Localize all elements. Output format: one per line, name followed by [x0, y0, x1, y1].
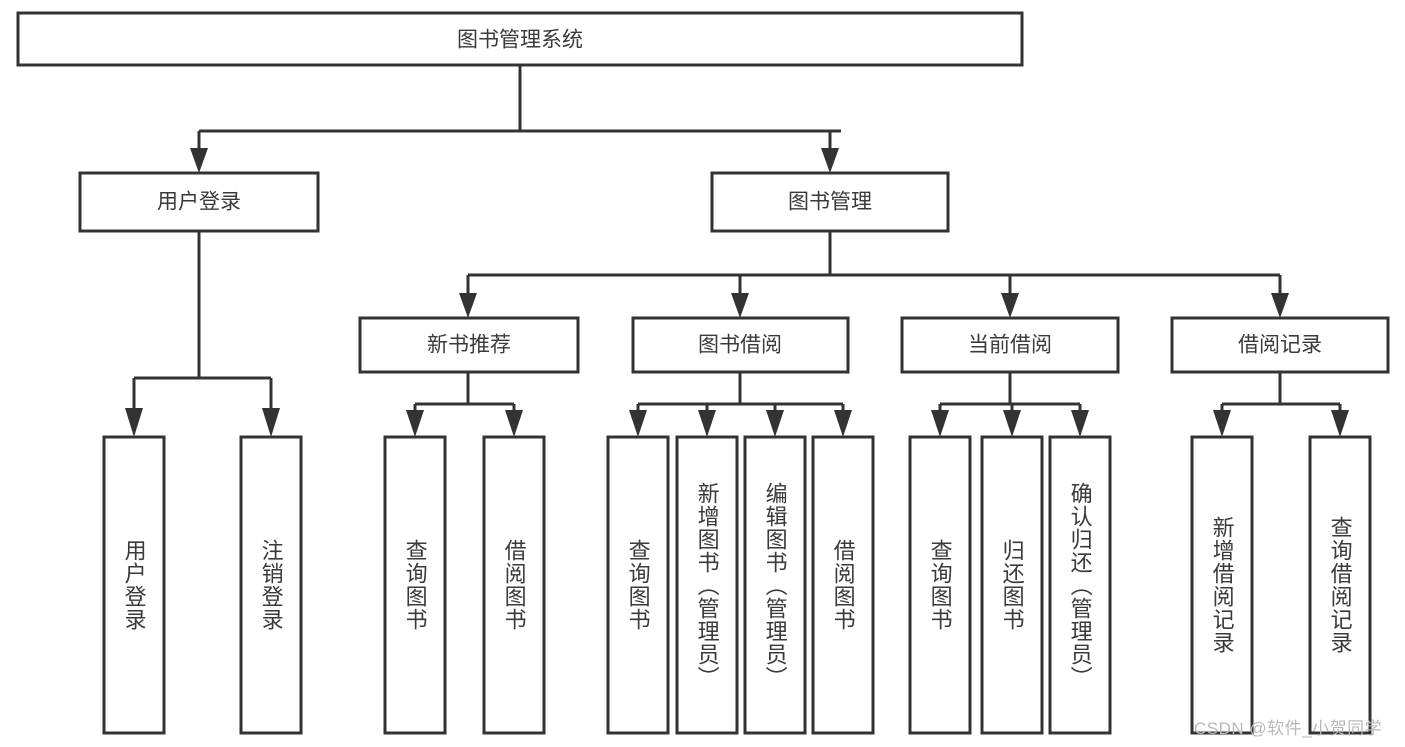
csdn-watermark: CSDN @软件_小贺同学: [1194, 719, 1383, 738]
arrowhead-leaf-user-login: [125, 408, 143, 437]
arrowhead-leaf-edit-book: [766, 410, 784, 437]
node-user-login[interactable]: 用户登录: [78, 171, 320, 233]
node-new-book-recommend-label: 新书推荐: [427, 334, 511, 357]
arrowhead-leaf-query-record: [1331, 410, 1349, 437]
leaf-user-login-box[interactable]: [102, 435, 166, 735]
node-root-label: 图书管理系统: [457, 29, 583, 52]
node-book-management-box[interactable]: [710, 171, 950, 233]
arrowhead-leaf-return-book: [1003, 410, 1021, 437]
node-book-borrow-box[interactable]: [631, 316, 850, 374]
node-book-management[interactable]: 图书管理: [710, 171, 950, 233]
node-current-borrow-label: 当前借阅: [968, 334, 1052, 357]
node-user-login-box[interactable]: [78, 171, 320, 233]
leaf-query-record-box[interactable]: [1308, 435, 1372, 735]
leaf-add-book-box[interactable]: [675, 435, 739, 735]
arrowhead-leaf-borrow-book-2: [834, 410, 852, 437]
node-book-management-label: 图书管理: [788, 191, 872, 214]
leaf-add-record-box[interactable]: [1190, 435, 1254, 735]
leaf-confirm-return-box[interactable]: [1048, 435, 1112, 735]
node-current-borrow[interactable]: 当前借阅: [900, 316, 1120, 374]
node-new-book-recommend[interactable]: 新书推荐: [358, 316, 580, 374]
arrowhead-leaf-logout: [262, 408, 280, 437]
node-root[interactable]: 图书管理系统: [16, 11, 1024, 67]
leaf-node-boxes: [102, 435, 1372, 735]
node-borrow-record-box[interactable]: [1170, 316, 1390, 374]
arrowhead-leaf-query-book-2: [629, 410, 647, 437]
node-root-box[interactable]: [16, 11, 1024, 67]
node-new-book-recommend-box[interactable]: [358, 316, 580, 374]
arrowhead-current-borrow: [1001, 293, 1019, 318]
arrowhead-leaf-confirm-return: [1071, 410, 1089, 437]
arrowhead-leaf-borrow-book-1: [505, 410, 523, 437]
leaf-borrow-book-2-box[interactable]: [811, 435, 875, 735]
arrowhead-book-mgmt: [821, 148, 839, 173]
node-book-borrow-label: 图书借阅: [698, 334, 782, 357]
leaf-logout-box[interactable]: [239, 435, 303, 735]
arrowhead-leaf-add-book: [698, 410, 716, 437]
arrowhead-borrow-record: [1271, 293, 1289, 318]
arrowhead-user-login: [190, 148, 208, 173]
arrowhead-leaf-add-record: [1213, 410, 1231, 437]
node-current-borrow-box[interactable]: [900, 316, 1120, 374]
node-user-login-label: 用户登录: [157, 191, 241, 214]
arrowhead-leaf-query-book-1: [406, 410, 424, 437]
node-borrow-record[interactable]: 借阅记录: [1170, 316, 1390, 374]
arrowhead-new-book-rec: [459, 293, 477, 318]
leaf-edit-book-box[interactable]: [743, 435, 807, 735]
leaf-return-book-box[interactable]: [980, 435, 1044, 735]
leaf-borrow-book-1-box[interactable]: [482, 435, 546, 735]
leaf-query-book-1-box[interactable]: [383, 435, 447, 735]
leaf-query-book-3-box[interactable]: [908, 435, 972, 735]
node-borrow-record-label: 借阅记录: [1238, 334, 1322, 357]
leaf-query-book-2-box[interactable]: [606, 435, 670, 735]
arrowhead-leaf-query-book-3: [931, 410, 949, 437]
arrowhead-book-borrow: [731, 293, 749, 318]
node-book-borrow[interactable]: 图书借阅: [631, 316, 850, 374]
